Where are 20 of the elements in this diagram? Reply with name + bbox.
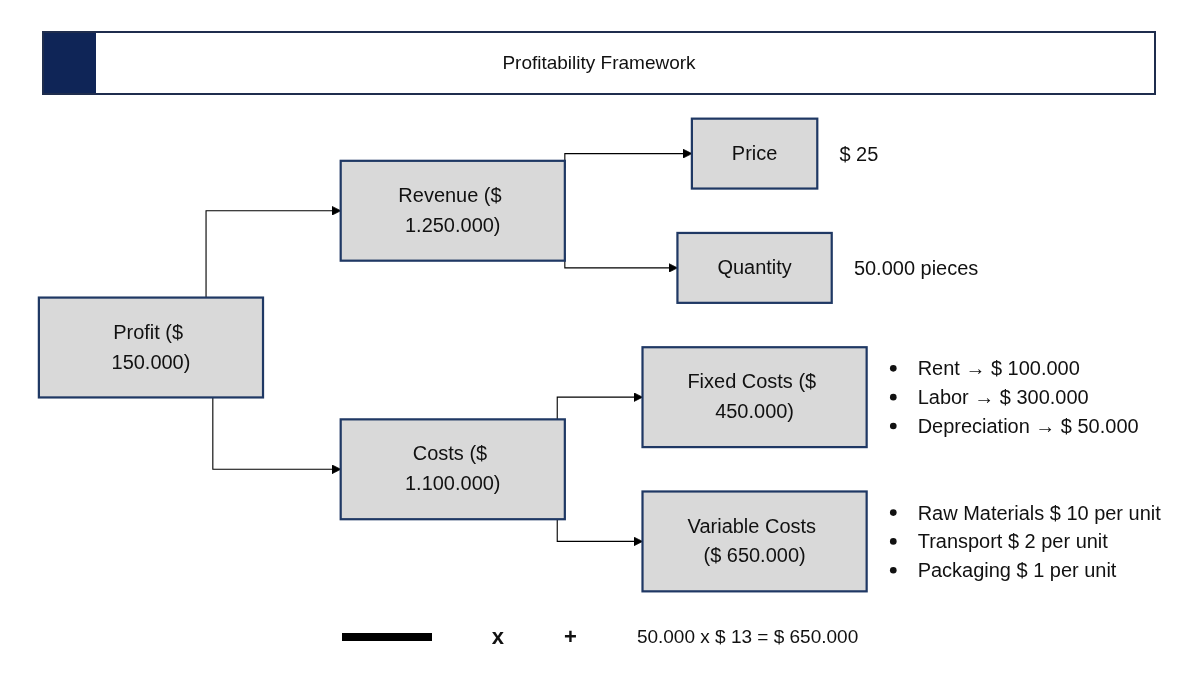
node-box: Revenue ($ 1.250.000) (339, 159, 566, 262)
side-note: Raw Materials $ 10 per unit (917, 501, 1161, 524)
operator-sign: + (564, 624, 577, 650)
side-note: 50.000 pieces (853, 256, 979, 279)
note-text: 50.000 x $ 13 = $ 650.000 (636, 626, 859, 648)
side-note: Labor → $ 300.000 (917, 386, 1089, 409)
node-box: Quantity (676, 231, 833, 304)
node-box: Price (690, 117, 819, 190)
node-box: Fixed Costs ($ 450.000) (641, 346, 868, 449)
side-note: Transport $ 2 per unit (917, 530, 1108, 553)
side-note: Rent → $ 100.000 (917, 357, 1080, 380)
arrow (556, 392, 643, 420)
node-box: Costs ($ 1.100.000) (339, 418, 566, 521)
side-note: $ 25 (839, 142, 879, 165)
side-note: Packaging $ 1 per unit (917, 559, 1117, 582)
node-box: Profit ($ 150.000) (37, 296, 265, 399)
node-box: Variable Costs ($ 650.000) (641, 490, 868, 593)
operator-sign: x (491, 624, 504, 650)
side-note: Depreciation → $ 50.000 (917, 415, 1139, 437)
diagram-title: Profitability Framework (502, 52, 696, 74)
